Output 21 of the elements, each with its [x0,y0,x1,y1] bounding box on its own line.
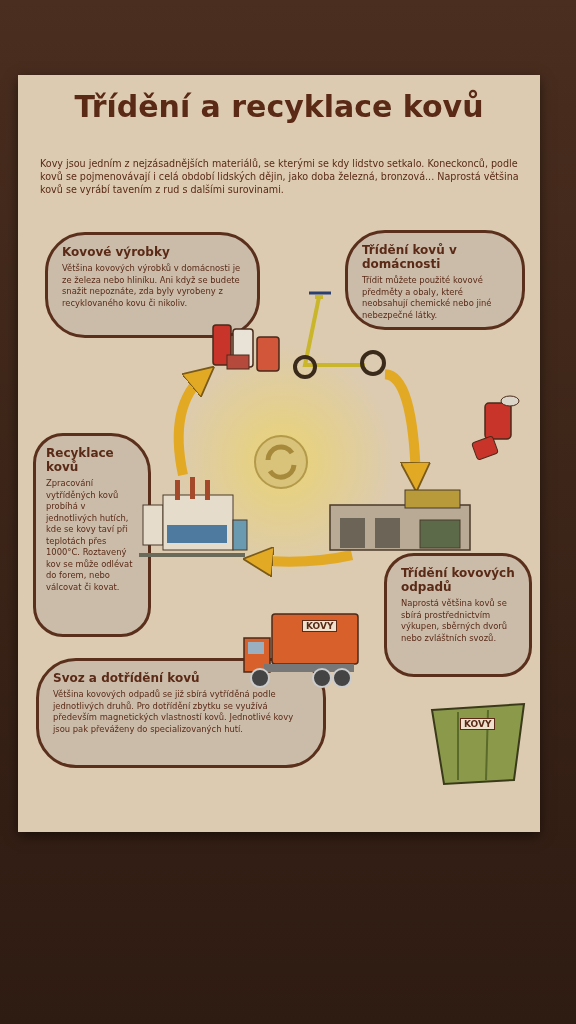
sign-text: KOVY [460,718,496,730]
title: Třídění a recyklace kovů [73,89,485,124]
curved-arrow [242,545,354,578]
bubble-heading: Třídění kovových odpadů [401,566,515,594]
speech-bubble [345,230,525,330]
bubble-text: Většina kovových odpadů se již sbírá vytříděná podle jednotlivých druhů. Pro dotřídění zbytku se využívá především magnetických vlastností kovů. Jednotlivé kovy jsou pak převáženy do specializovaných hutí. [53,689,295,735]
sign-text: KOVY [302,620,338,632]
bubble-heading: Kovové výrobky [62,245,171,259]
speech-bubble [33,433,151,637]
speech-bubble [45,232,260,338]
bubble-text: Třídit můžete použité kovové předměty a obaly, které neobsahují chemické nebo jiné nebezpečné látky. [362,275,493,321]
bubble-text: Naprostá většina kovů se sbírá prostřednictvím výkupen, sběrných dvorů nebo zvláštních svozů. [401,598,509,644]
bubble-heading: Recyklace kovů [46,446,115,474]
bubble-heading: Třídění kovů v domácnosti [362,243,458,271]
curved-arrow [173,365,215,476]
intro-paragraph: Kovy jsou jedním z nejzásadnějších materiálů, se kterými se kdy lidstvo setkalo. Koneckonců, podle kovů se pojmenovávají i celá období lidských dějin, jako doba železná, bronzová... Naprostá většina kovů se vyrábí tavením z rud s dalšími surovinami. [40,157,520,196]
bubble-heading: Svoz a dotřídění kovů [53,671,201,685]
speech-bubble [384,553,532,677]
bubble-text: Většina kovových výrobků v domácnosti je ze železa nebo hliníku. Ani když se budete snažit nepoznáte, zda byly vyrobeny z recyklovaného kovu či nikoliv. [62,263,242,309]
speech-bubble [36,658,326,768]
bubble-text: Zpracování vytříděných kovů probíhá v jednotlivých hutích, kde se kovy taví při teplotách přes 1000°C. Roztavený kov se může odlévat do forem, nebo válcovat či kovat. [46,478,134,593]
